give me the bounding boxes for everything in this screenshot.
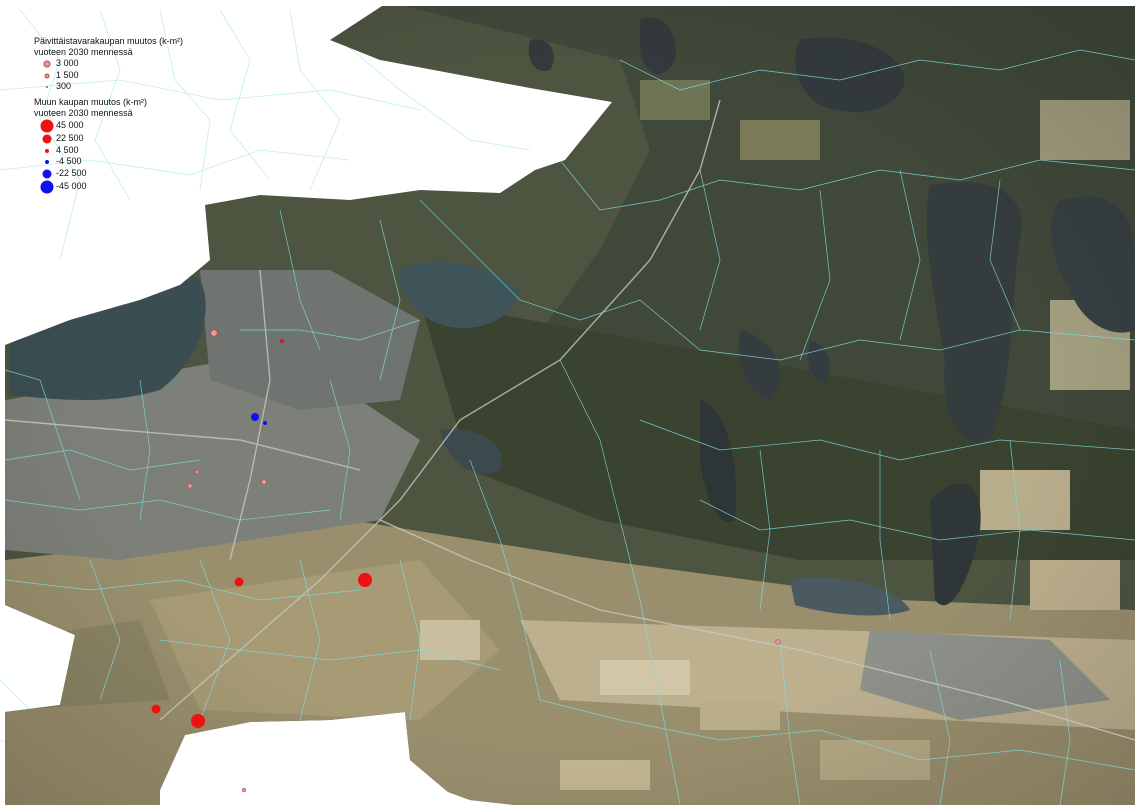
other-retail-marker-positive [191, 714, 205, 728]
other-retail-marker-negative [263, 421, 267, 425]
other-legend-item: -45 000 [34, 180, 214, 194]
daily-goods-marker [210, 329, 218, 337]
daily-goods-marker [194, 469, 200, 475]
daily-legend-item: 300 [34, 81, 214, 93]
legend-label: 1 500 [56, 69, 79, 80]
daily-goods-marker [261, 479, 267, 485]
daily-legend-item: 1 500 [34, 70, 214, 82]
legend-circle-pink [44, 73, 50, 79]
other-retail-marker-positive [151, 704, 161, 714]
map-symbols [151, 329, 781, 793]
other-retail-marker-positive [358, 573, 372, 587]
daily-legend-subtitle: vuoteen 2030 mennessä [34, 47, 133, 57]
other-legend-item: -22 500 [34, 168, 214, 180]
other-legend-title: Muun kaupan muutos (k-m²) [34, 97, 148, 108]
other-retail-marker-negative [251, 413, 259, 421]
daily-goods-marker [775, 639, 781, 645]
zone-boundaries [5, 49, 1135, 805]
legend-label: -22 500 [56, 168, 87, 179]
other-legend-item: 4 500 [34, 145, 214, 157]
daily-goods-marker [241, 787, 247, 793]
other-retail-marker-positive [234, 577, 244, 587]
daily-legend-item: 3 000 [34, 58, 214, 70]
other-legend-subtitle: vuoteen 2030 mennessä [34, 108, 133, 119]
daily-legend-title: Päivittäistavarakaupan muutos (k-m²) [34, 36, 184, 46]
legend-label: 300 [56, 81, 72, 92]
legend-circle-red [40, 119, 54, 133]
legend-circle-blue [45, 160, 49, 165]
legend-circle-red [45, 148, 49, 153]
other-legend-item: -4 500 [34, 156, 214, 168]
main-roads [5, 99, 1135, 741]
daily-goods-marker [187, 483, 193, 489]
legend-label: -4 500 [56, 156, 82, 167]
map-legend: Päivittäistavarakaupan muutos (k-m²) vuo… [34, 36, 214, 194]
legend-label: 4 500 [56, 144, 79, 155]
other-legend-item: 22 500 [34, 133, 214, 145]
other-legend-item: 45 000 [34, 119, 214, 133]
legend-circle-pink [46, 86, 48, 89]
other-retail-marker-positive [280, 339, 284, 343]
legend-label: -45 000 [56, 180, 87, 191]
legend-circle-blue [42, 169, 52, 179]
legend-circle-red [42, 134, 52, 144]
legend-circle-pink [43, 60, 51, 68]
legend-label: 3 000 [56, 58, 79, 68]
legend-circle-blue [40, 180, 54, 194]
legend-label: 22 500 [56, 133, 84, 144]
legend-label: 45 000 [56, 120, 84, 131]
